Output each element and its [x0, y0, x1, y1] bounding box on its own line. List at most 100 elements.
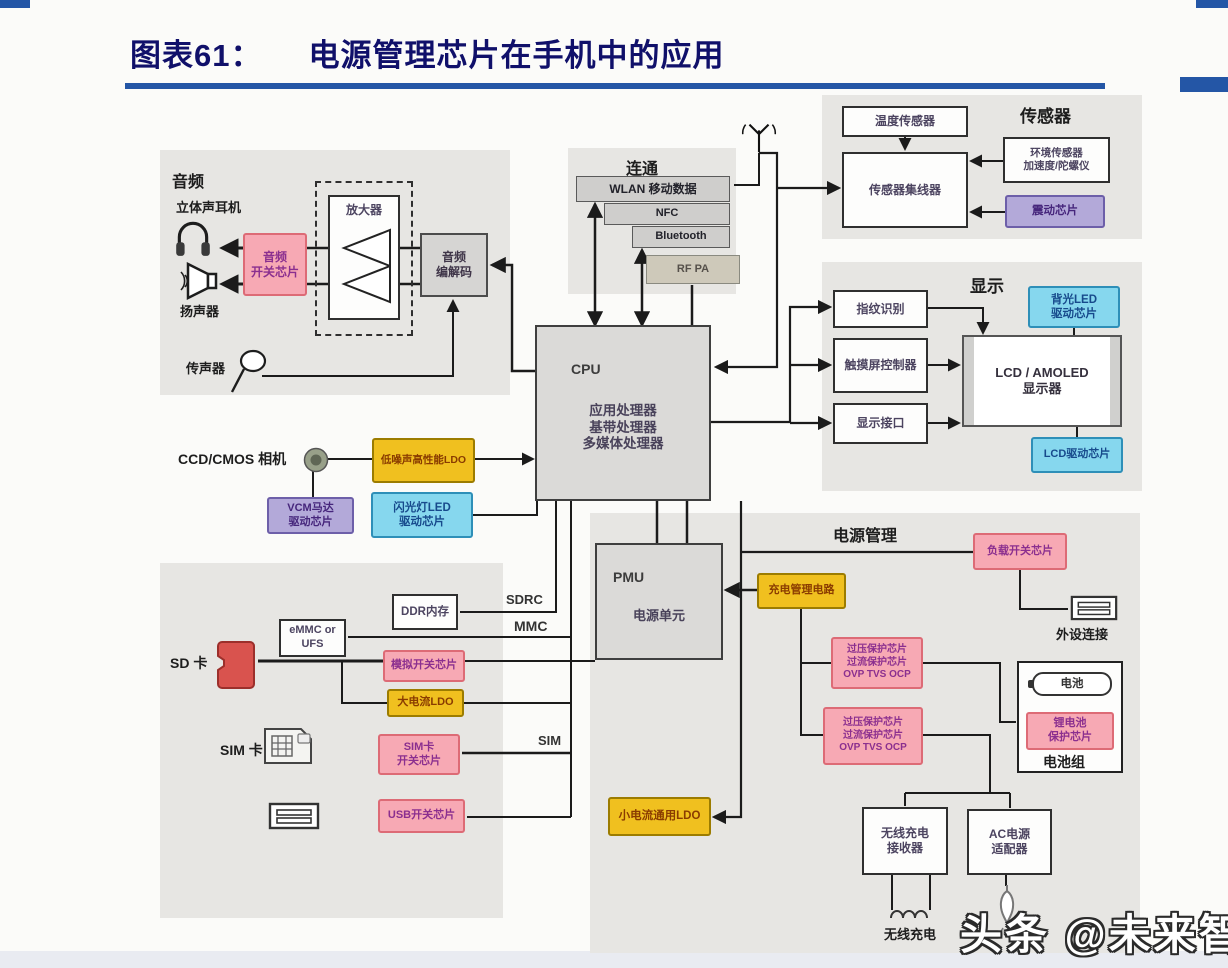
- sim-card-icon: [262, 726, 314, 766]
- node-bluetooth: Bluetooth: [632, 226, 730, 248]
- label-stereo-headphones: 立体声耳机: [176, 200, 242, 215]
- label-display-section: 显示: [970, 277, 1004, 296]
- label-sd-card: SD 卡: [170, 655, 208, 671]
- node-load-switch-label: 负载开关芯片: [987, 544, 1053, 557]
- node-flash-led-driver-label: 闪光灯LED 驱动芯片: [393, 501, 451, 528]
- headphones-icon: [172, 216, 214, 258]
- node-wireless-rx: 无线充电 接收器: [862, 807, 948, 875]
- coil-icon: [886, 904, 936, 922]
- node-display-interface: 显示接口: [833, 403, 928, 444]
- figure-title: 电源管理芯片在手机中的应用: [308, 38, 725, 73]
- node-pmu: PMU 电源单元: [595, 543, 723, 660]
- sd-card-icon: [216, 640, 256, 690]
- label-conn-section: 连通: [626, 161, 659, 178]
- label-mmc: MMC: [514, 618, 548, 634]
- node-cpu-title: CPU: [571, 361, 601, 377]
- node-pmu-title: PMU: [613, 569, 645, 585]
- corner-accent-right: [1196, 0, 1228, 8]
- node-sim-switch: SIM卡 开关芯片: [378, 734, 460, 775]
- label-sensors-section: 传感器: [1020, 107, 1071, 126]
- node-touch-controller-label: 触摸屏控制器: [844, 358, 917, 372]
- node-env-sensor-label: 环境传感器 加速度/陀螺仪: [1023, 146, 1090, 172]
- node-ovp-1: 过压保护芯片 过流保护芯片 OVP TVS OCP: [831, 637, 923, 689]
- node-temp-sensor: 温度传感器: [842, 106, 968, 137]
- node-temp-sensor-label: 温度传感器: [874, 114, 935, 128]
- node-small-ldo: 小电流通用LDO: [608, 797, 711, 836]
- peripheral-connector-icon: [1070, 592, 1118, 624]
- node-display-interface-label: 显示接口: [856, 416, 905, 430]
- label-sdrc: SDRC: [506, 592, 543, 607]
- label-microphone: 传声器: [186, 361, 226, 376]
- node-vcm-driver: VCM马达 驱动芯片: [267, 497, 354, 534]
- node-cam-ldo-label: 低噪声高性能LDO: [380, 453, 467, 466]
- node-audio-codec-label: 音频 编解码: [435, 250, 472, 279]
- label-peripheral-conn: 外设连接: [1056, 627, 1109, 642]
- node-battery-protect: 锂电池 保护芯片: [1026, 712, 1114, 750]
- node-charge-mgmt-label: 充电管理电路: [768, 584, 835, 597]
- title-underline: [125, 83, 1105, 89]
- usb-connector-icon: [268, 800, 320, 832]
- node-wlan-label: WLAN 移动数据: [609, 181, 697, 196]
- node-ovp-1-label: 过压保护芯片 过流保护芯片 OVP TVS OCP: [843, 644, 911, 681]
- footer-bar: [0, 951, 1228, 968]
- node-bluetooth-label: Bluetooth: [655, 230, 707, 243]
- amp-triangles-icon: [334, 224, 394, 308]
- node-sensor-hub-label: 传感器集线器: [868, 182, 941, 197]
- node-lcd-screen: LCD / AMOLED 显示器: [962, 335, 1122, 427]
- node-backlight-driver: 背光LED 驱动芯片: [1028, 286, 1120, 328]
- node-ovp-2-label: 过压保护芯片 过流保护芯片 OVP TVS OCP: [839, 717, 907, 754]
- node-lcd-screen-label: LCD / AMOLED 显示器: [995, 364, 1089, 396]
- node-env-sensor: 环境传感器 加速度/陀螺仪: [1003, 137, 1110, 183]
- page-title: 图表61： 电源管理芯片在手机中的应用: [130, 30, 724, 75]
- node-ddr-memory-label: DDR内存: [401, 605, 449, 618]
- node-pmu-label: 电源单元: [632, 608, 685, 624]
- corner-accent-left: [0, 0, 30, 8]
- speaker-icon: [178, 262, 218, 300]
- label-power-section: 电源管理: [833, 528, 898, 545]
- node-touch-controller: 触摸屏控制器: [833, 338, 928, 393]
- node-small-ldo-label: 小电流通用LDO: [618, 810, 701, 823]
- node-big-ldo-label: 大电流LDO: [397, 696, 454, 709]
- title-underline-right: [1180, 77, 1228, 92]
- node-cam-ldo: 低噪声高性能LDO: [372, 438, 475, 483]
- node-haptic-chip: 震动芯片: [1005, 195, 1105, 228]
- node-fingerprint-label: 指纹识别: [856, 301, 905, 316]
- node-analog-switch-label: 模拟开关芯片: [391, 659, 457, 672]
- node-nfc-label: NFC: [655, 207, 679, 220]
- label-sim-bus: SIM: [538, 733, 562, 748]
- label-audio-section: 音频: [172, 174, 205, 191]
- figure-number: 图表61：: [130, 38, 263, 73]
- watermark: 头条 @未来智库: [960, 911, 1228, 958]
- node-lcd-driver-label: LCD驱动芯片: [1043, 448, 1111, 461]
- node-wlan: WLAN 移动数据: [576, 176, 730, 202]
- node-lcd-driver: LCD驱动芯片: [1031, 437, 1123, 473]
- node-wireless-rx-label: 无线充电 接收器: [880, 826, 929, 855]
- node-nfc: NFC: [604, 203, 730, 225]
- microphone-icon: [228, 348, 268, 394]
- node-amp-box-label: 放大器: [345, 203, 382, 217]
- node-battery: 电池: [1028, 672, 1112, 696]
- node-usb-switch: USB开关芯片: [378, 799, 465, 833]
- node-audio-switch-label: 音频 开关芯片: [250, 249, 299, 279]
- node-fingerprint: 指纹识别: [833, 290, 928, 328]
- node-big-ldo: 大电流LDO: [387, 689, 464, 717]
- node-ac-adapter-label: AC电源 适配器: [988, 827, 1031, 856]
- node-rf-pa: RF PA: [646, 255, 740, 284]
- node-vcm-driver-label: VCM马达 驱动芯片: [287, 501, 334, 528]
- node-load-switch: 负载开关芯片: [973, 533, 1067, 570]
- node-emmc-ufs-label: eMMC or UFS: [289, 624, 336, 650]
- node-battery-protect-label: 锂电池 保护芯片: [1048, 717, 1092, 743]
- node-ddr-memory: DDR内存: [392, 594, 458, 630]
- node-battery-label: 电池: [1060, 677, 1084, 690]
- node-sim-switch-label: SIM卡 开关芯片: [397, 740, 441, 767]
- camera-lens-icon: [303, 447, 329, 473]
- label-battery-pack: 电池组: [1043, 754, 1085, 770]
- node-ac-adapter: AC电源 适配器: [967, 809, 1052, 875]
- node-usb-switch-label: USB开关芯片: [387, 809, 456, 822]
- node-charge-mgmt: 充电管理电路: [757, 573, 846, 609]
- node-backlight-driver-label: 背光LED 驱动芯片: [1051, 293, 1097, 320]
- label-speaker: 扬声器: [180, 304, 220, 319]
- node-haptic-chip-label: 震动芯片: [1032, 205, 1078, 218]
